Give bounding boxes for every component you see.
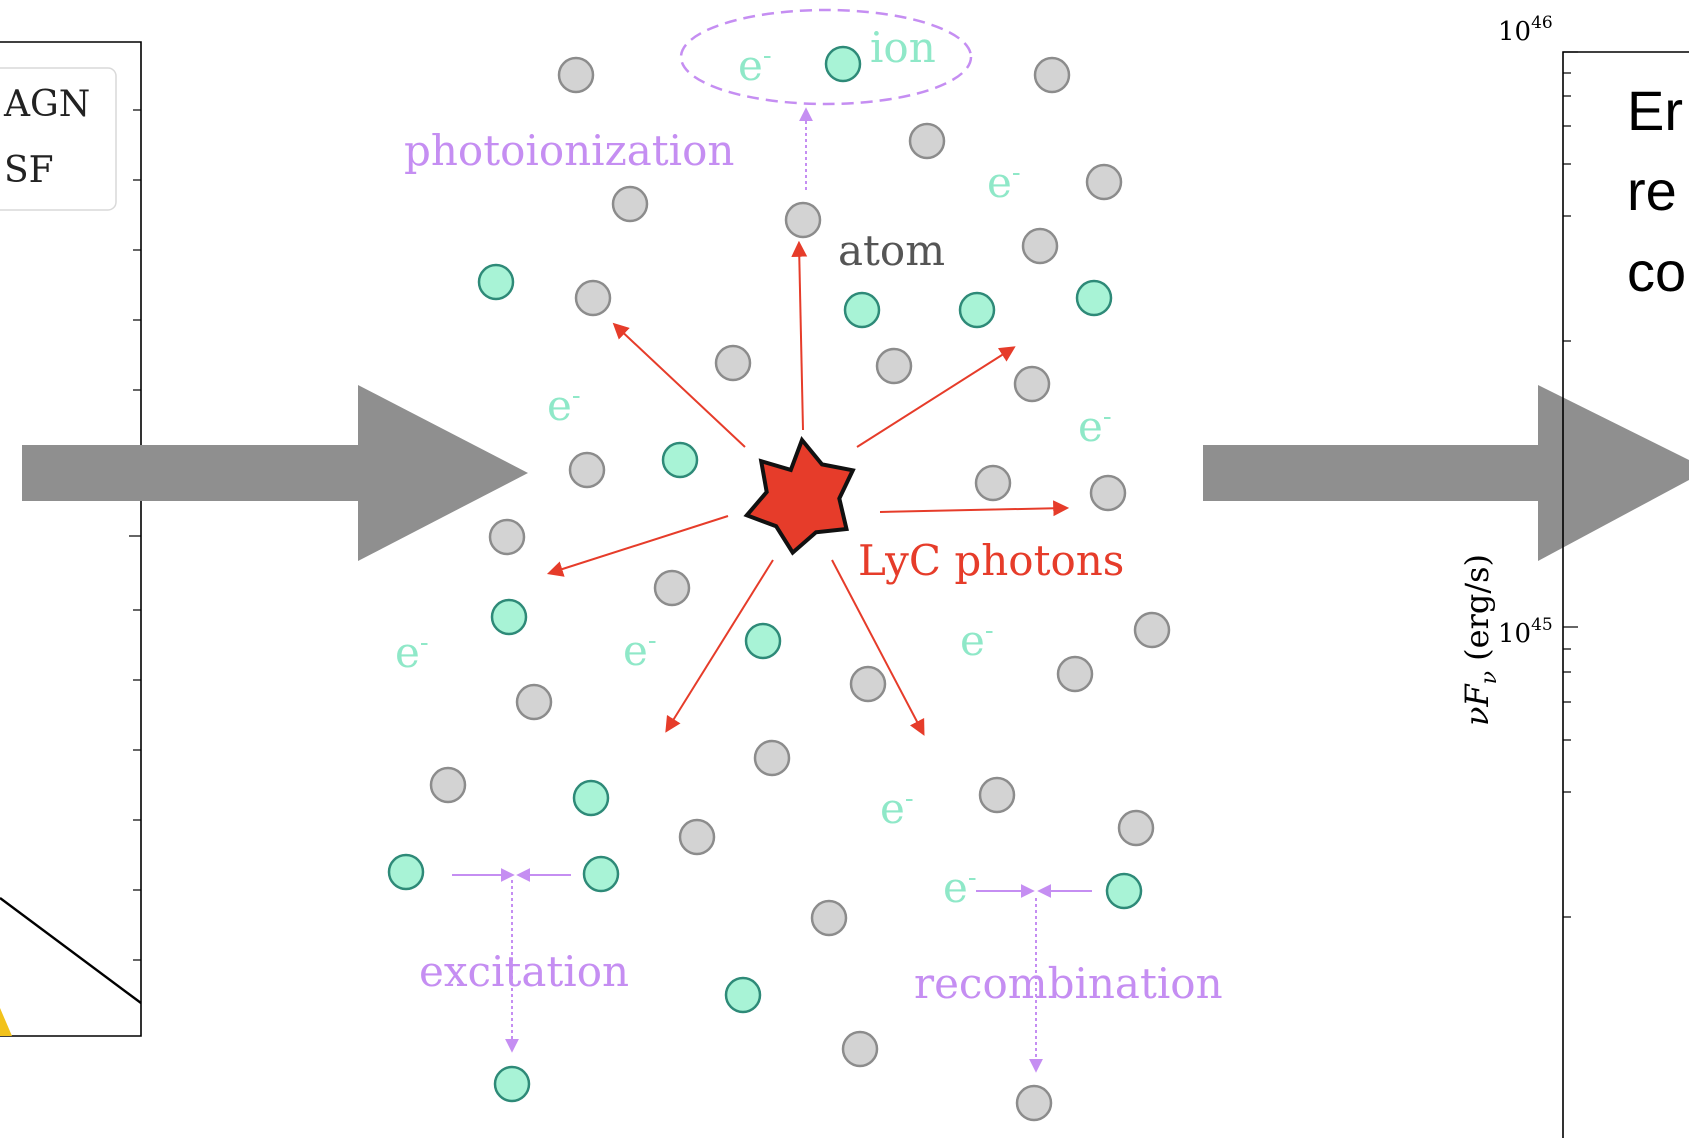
center-diagram: photoionization ion atom LyC photons exc… <box>387 8 1223 1122</box>
legend-entry-sf: SF <box>4 150 54 191</box>
electron-label: e- <box>547 381 581 430</box>
recombination-arrows <box>976 884 1092 1073</box>
atom-particle <box>1085 163 1123 201</box>
label-ion: ion <box>870 23 936 72</box>
left-plot-curve <box>0 897 142 1004</box>
ion-particle <box>1105 872 1143 910</box>
electron-label: e- <box>395 628 429 677</box>
ion-particle <box>724 976 762 1014</box>
y-tick-label-1e45: 1045 <box>1498 615 1553 649</box>
ion-particle <box>572 779 610 817</box>
label-photoionization: photoionization <box>404 126 734 175</box>
atom-particle <box>1089 474 1127 512</box>
atom-particle <box>515 683 553 721</box>
label-excitation: excitation <box>419 947 629 996</box>
ion-particle <box>843 291 881 329</box>
y-axis-label: νFν (erg/s) <box>1458 554 1502 726</box>
left-plot-yellow-marker <box>0 1008 12 1036</box>
right-plot-ticks <box>1563 51 1578 918</box>
atom-particle <box>488 518 526 556</box>
atom-particle <box>974 464 1012 502</box>
excitation-arrows <box>452 868 571 1053</box>
atom-particle <box>1056 655 1094 693</box>
ion-particle <box>387 853 425 891</box>
ion-particle <box>477 263 515 301</box>
ion-particle <box>824 45 862 83</box>
atom-particle <box>714 344 752 382</box>
atom-particle <box>557 56 595 94</box>
electron-label: e- <box>960 616 994 665</box>
electron-label: e- <box>1078 402 1112 451</box>
atom-particle <box>841 1030 879 1068</box>
photon-arrow <box>612 322 746 448</box>
atom-particle <box>978 776 1016 814</box>
atom-particle <box>653 569 691 607</box>
atom-particle <box>1013 365 1051 403</box>
legend-entry-agn: AGN <box>3 84 90 125</box>
atom-particle <box>1015 1084 1053 1122</box>
photon-arrow <box>791 240 808 431</box>
electron-labels: e-e-e-e-e-e-e-e-e- <box>395 41 1112 912</box>
atom-particle <box>1033 56 1071 94</box>
photon-arrow <box>831 559 925 736</box>
atom-particle <box>1117 809 1155 847</box>
atom-particle <box>429 766 467 804</box>
label-recombination: recombination <box>914 959 1223 1008</box>
atom-particle <box>611 185 649 223</box>
big-arrow-right <box>1203 385 1689 561</box>
atom-particle <box>810 899 848 937</box>
atom-particle <box>784 201 822 239</box>
ion-particle <box>493 1065 531 1103</box>
electron-label: e- <box>738 41 772 90</box>
ion-particle <box>958 291 996 329</box>
big-arrow-left <box>22 385 528 561</box>
atom-particle <box>849 665 887 703</box>
left-plot-legend-box <box>0 67 117 211</box>
photon-arrow <box>879 500 1070 517</box>
ion-particle <box>582 855 620 893</box>
ion-particle <box>1075 279 1113 317</box>
right-panel-text-line-2: re <box>1627 159 1677 222</box>
electron-label: e- <box>880 784 914 833</box>
electron-label: e- <box>623 626 657 675</box>
source-star-icon <box>743 436 856 556</box>
left-plot-panel: AGN SF <box>0 41 142 1037</box>
left-plot-frame <box>0 41 142 1037</box>
photon-arrow <box>856 346 1016 448</box>
left-plot-ticks <box>129 109 141 961</box>
atom-particle <box>1021 227 1059 265</box>
atom-particle <box>908 122 946 160</box>
ion-particle <box>490 598 528 636</box>
atom-particle <box>1133 611 1171 649</box>
electron-label: e- <box>987 158 1021 207</box>
atom-particle <box>568 451 606 489</box>
photon-arrows <box>546 240 1070 736</box>
atom-particle <box>678 818 716 856</box>
atom-particle <box>753 739 791 777</box>
right-panel-text-line-1: Er <box>1627 79 1683 142</box>
right-plot-panel: 1046 1045 νFν (erg/s) Er re co <box>1458 13 1689 1138</box>
right-panel-text-line-3: co <box>1627 240 1686 303</box>
label-lyc-photons: LyC photons <box>858 536 1124 585</box>
photon-arrow <box>665 559 774 733</box>
atom-particle <box>574 279 612 317</box>
label-atom: atom <box>838 226 945 275</box>
y-tick-label-1e46: 1046 <box>1498 13 1553 47</box>
particles <box>387 45 1171 1122</box>
electron-label: e- <box>943 863 977 912</box>
ion-particle <box>661 441 699 479</box>
atom-particle <box>875 347 913 385</box>
ion-particle <box>744 622 782 660</box>
ion-dashed-ellipse <box>679 8 973 106</box>
photon-arrow <box>546 515 729 577</box>
